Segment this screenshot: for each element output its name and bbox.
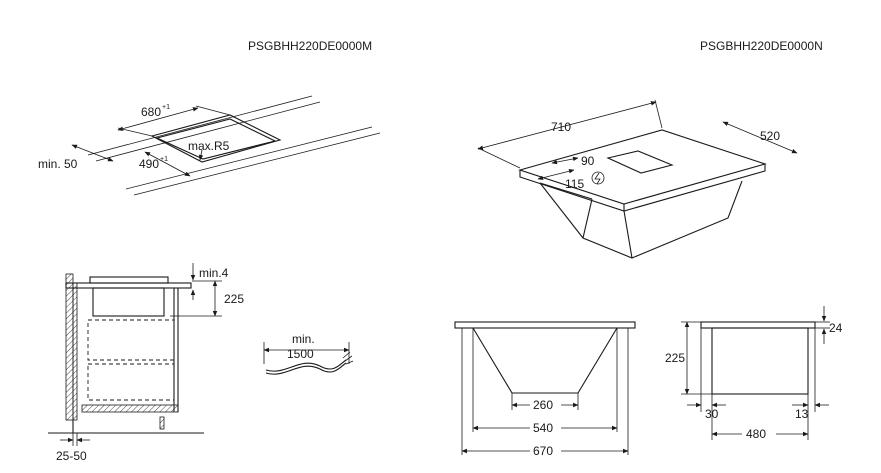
cable-label-top: min.	[292, 332, 315, 346]
cutout-depth-tolerance: +1	[160, 156, 168, 163]
worktop-cutout-drawing	[71, 95, 381, 196]
cutout-radius-label: max.R5	[188, 139, 230, 153]
front-bottom-width-label: 260	[533, 398, 553, 412]
side-height-label: 225	[665, 351, 685, 365]
cable-label-bottom: 1500	[287, 347, 314, 361]
cable-drawing	[263, 342, 354, 375]
front-total-width-label: 670	[533, 444, 553, 458]
hob-width-label: 710	[551, 120, 571, 134]
cutout-width-tolerance: +1	[162, 104, 170, 111]
side-left-offset-label: 30	[705, 407, 719, 421]
hob-3d-drawing	[477, 99, 798, 259]
front-mid-width-label: 540	[533, 421, 553, 435]
cutout-depth-label: 490	[139, 157, 159, 171]
cabinet-wall-gap-label: 25-50	[56, 449, 87, 463]
cabinet-gap-label: min.4	[199, 266, 229, 280]
side-right-offset-label: 13	[795, 407, 809, 421]
hob-dim-115: 115	[565, 177, 584, 191]
model-label-left: PSGBHH220DE0000M	[248, 39, 372, 53]
front-view-drawing	[454, 321, 636, 455]
side-thickness-label: 24	[829, 321, 843, 335]
cabinet-height-label: 225	[224, 292, 244, 306]
model-label-right: PSGBHH220DE0000N	[700, 39, 823, 53]
cutout-min-edge-label: min. 50	[38, 157, 78, 171]
hob-dim-90: 90	[581, 154, 595, 168]
side-depth-label: 480	[746, 427, 766, 441]
side-view-drawing	[681, 306, 830, 440]
hob-depth-label: 520	[760, 129, 780, 143]
cutout-width-label: 680	[141, 105, 161, 119]
cabinet-section-drawing	[48, 263, 222, 446]
